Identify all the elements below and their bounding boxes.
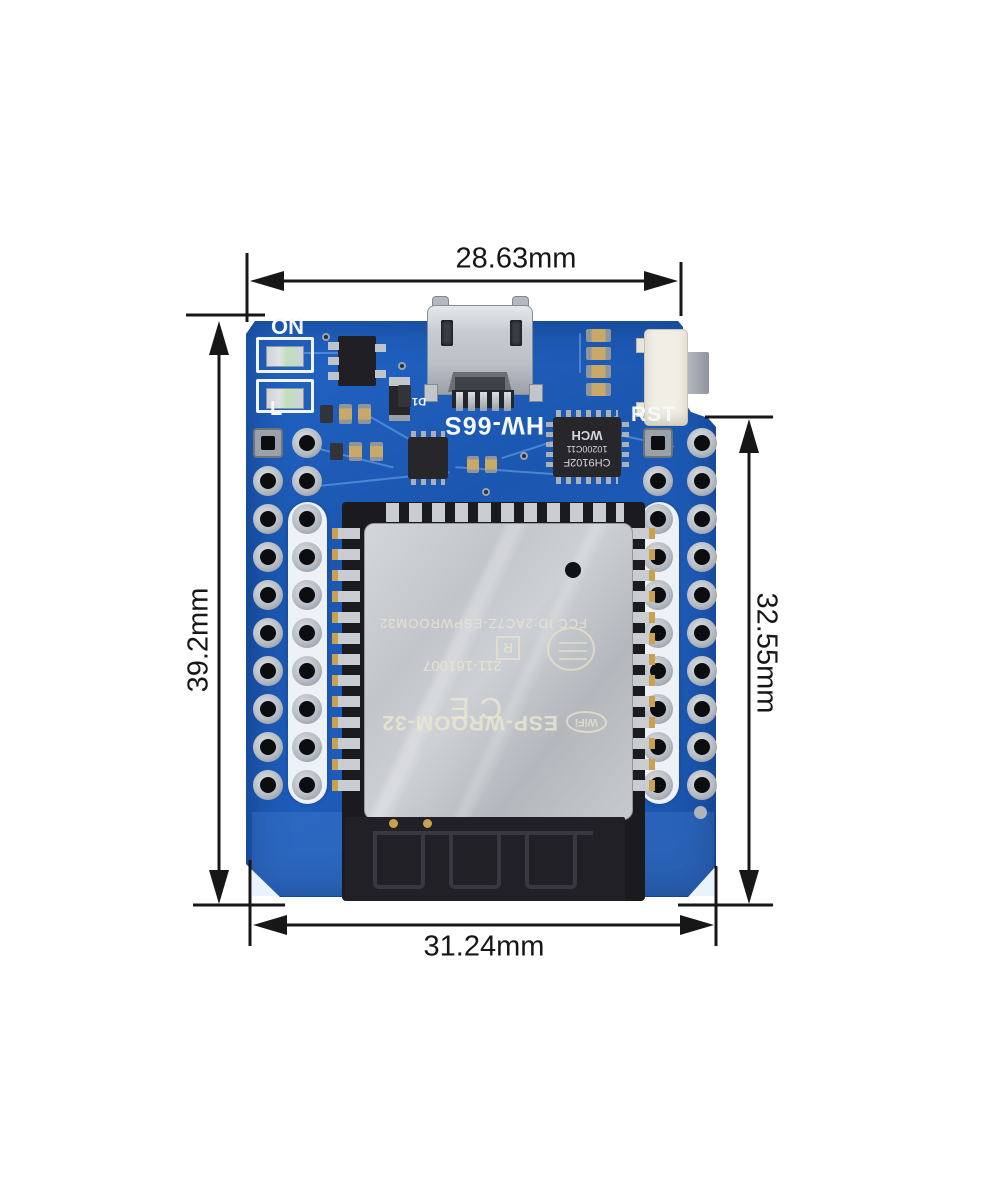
dimension-label-bottom-width: 31.24mm	[423, 930, 545, 963]
antenna-meander	[449, 835, 501, 889]
module-rf-shield: FCC ID:2AC7Z-ESPWROOM32 211-161007 R CE …	[364, 523, 633, 820]
through-hole-pad	[292, 466, 322, 496]
through-hole-pad	[253, 732, 283, 762]
module-antenna-area	[345, 817, 625, 901]
through-hole-pad	[292, 618, 322, 648]
smd-resistor	[586, 383, 611, 396]
through-hole-pad	[687, 732, 717, 762]
through-hole-pad	[253, 466, 283, 496]
smd-component	[320, 405, 333, 423]
uart-chip-ch9102f: CH9102F 10200C11 WCH	[553, 417, 621, 477]
pcb-trace	[300, 352, 344, 354]
smd-capacitor	[485, 456, 497, 473]
via	[322, 333, 330, 341]
usb-solder-tab	[529, 384, 543, 402]
chip-pins	[411, 478, 445, 485]
reset-switch-actuator	[686, 352, 709, 394]
shield-pin1-dot	[565, 562, 581, 578]
usb-pins	[452, 390, 514, 411]
antenna-meander	[373, 835, 425, 889]
smd-resistor	[586, 329, 611, 342]
dimension-label-top-width: 28.63mm	[455, 242, 577, 275]
through-hole-pad	[292, 580, 322, 610]
through-hole-pad	[292, 504, 322, 534]
esp-wroom-32-module: FCC ID:2AC7Z-ESPWROOM32 211-161007 R CE …	[332, 502, 655, 901]
through-hole-pad	[253, 656, 283, 686]
reset-switch	[644, 329, 688, 426]
through-hole-pad	[292, 542, 322, 572]
usb-opening	[448, 372, 512, 392]
through-hole-pad	[643, 466, 673, 496]
through-hole-pad	[253, 770, 283, 800]
silkscreen-on-label: ON	[271, 314, 304, 339]
smd-capacitor	[358, 404, 371, 424]
antenna-meander	[525, 835, 577, 889]
through-hole-pad	[292, 694, 322, 724]
silkscreen-l-label: L	[270, 398, 283, 420]
through-hole-pad	[687, 694, 717, 724]
dimension-label-left-height: 39.2mm	[182, 587, 215, 693]
shield-sheen	[365, 524, 632, 819]
module-castellation-top	[386, 503, 624, 522]
via	[482, 488, 490, 496]
builtin-led	[266, 388, 304, 409]
chip-pins	[546, 422, 553, 472]
chip-pins	[622, 422, 629, 472]
through-hole-pad	[253, 618, 283, 648]
smd-resistor	[586, 365, 611, 378]
chip-pins	[556, 477, 618, 484]
usb-slot	[441, 320, 453, 346]
smd-capacitor	[349, 442, 362, 461]
chip-pins	[411, 431, 445, 438]
through-hole-pad	[687, 770, 717, 800]
silkscreen-rst-label: RST	[631, 403, 676, 426]
through-hole-pad	[687, 656, 717, 686]
power-led-box	[256, 337, 314, 373]
chip-pins	[556, 410, 618, 417]
through-hole-pad	[687, 580, 717, 610]
via	[398, 362, 406, 370]
through-hole-pad	[687, 466, 717, 496]
small-qfn-chip	[408, 437, 448, 479]
antenna-test-pad	[423, 819, 432, 828]
through-hole-pad	[687, 504, 717, 534]
smd-component	[330, 443, 343, 460]
antenna-feed-trace	[373, 831, 593, 835]
via	[520, 452, 528, 460]
through-hole-pad	[253, 504, 283, 534]
through-hole-pad	[643, 428, 673, 458]
smd-component	[398, 385, 411, 407]
through-hole-pad	[687, 618, 717, 648]
through-hole-pad	[253, 694, 283, 724]
through-hole-pad	[687, 542, 717, 572]
smd-resistor	[586, 347, 611, 360]
through-hole-pad	[292, 770, 322, 800]
antenna-test-pad	[389, 819, 398, 828]
builtin-led-box	[256, 379, 314, 413]
through-hole-pad	[687, 428, 717, 458]
voltage-regulator	[328, 336, 386, 386]
fiducial-dot	[694, 806, 707, 819]
through-hole-pad	[253, 580, 283, 610]
module-castellation-left	[332, 528, 360, 794]
smd-capacitor	[339, 404, 352, 424]
through-hole-pad	[292, 428, 322, 458]
dimension-label-right-height: 32.55mm	[750, 592, 783, 714]
usb-slot	[510, 320, 522, 346]
usb-solder-tab	[424, 384, 438, 402]
through-hole-pad	[253, 428, 283, 458]
smd-capacitor	[467, 456, 479, 473]
through-hole-pad	[292, 732, 322, 762]
power-led	[266, 346, 304, 367]
through-hole-pad	[253, 542, 283, 572]
smd-capacitor	[370, 442, 383, 461]
micro-usb-connector	[427, 305, 533, 395]
through-hole-pad	[292, 656, 322, 686]
